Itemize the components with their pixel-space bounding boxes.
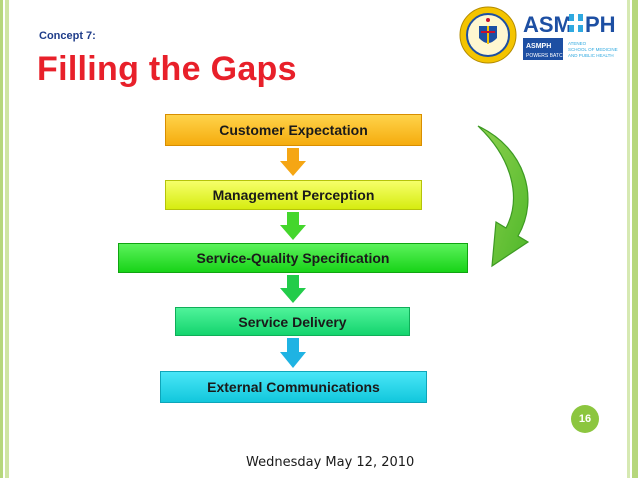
left-decorative-border (0, 0, 9, 478)
slide-title: Filling the Gaps (37, 50, 297, 88)
svg-text:ASM: ASM (523, 12, 572, 37)
footer-date: Wednesday May 12, 2010 (246, 455, 415, 470)
flow-step-service-delivery: Service Delivery (175, 307, 410, 336)
page-number-badge: 16 (571, 405, 599, 433)
svg-text:ASMPH: ASMPH (526, 43, 551, 50)
svg-text:POWERS BATCH 2010: POWERS BATCH 2010 (526, 53, 579, 59)
concept-label: Concept 7: (39, 30, 96, 42)
flow-step-management-perception: Management Perception (165, 180, 422, 210)
curved-return-arrow-icon (477, 125, 530, 268)
university-seal-icon (459, 6, 517, 64)
down-arrow-icon (280, 338, 306, 368)
flow-step-service-quality-specification: Service-Quality Specification (118, 243, 468, 273)
down-arrow-icon (280, 148, 306, 176)
svg-text:ATENEO: ATENEO (568, 41, 587, 46)
down-arrow-icon (280, 212, 306, 240)
flow-step-customer-expectation: Customer Expectation (165, 114, 422, 146)
svg-text:SCHOOL OF MEDICINE: SCHOOL OF MEDICINE (568, 47, 618, 52)
flow-step-external-communications: External Communications (160, 371, 427, 403)
svg-text:AND PUBLIC HEALTH: AND PUBLIC HEALTH (568, 53, 614, 58)
down-arrow-icon (280, 275, 306, 303)
svg-text:PH: PH (585, 12, 616, 37)
asmph-logo-icon: ASM PH ASMPH POWERS BATCH 2010 ATENEO SC… (523, 10, 618, 60)
right-decorative-border (627, 0, 638, 478)
